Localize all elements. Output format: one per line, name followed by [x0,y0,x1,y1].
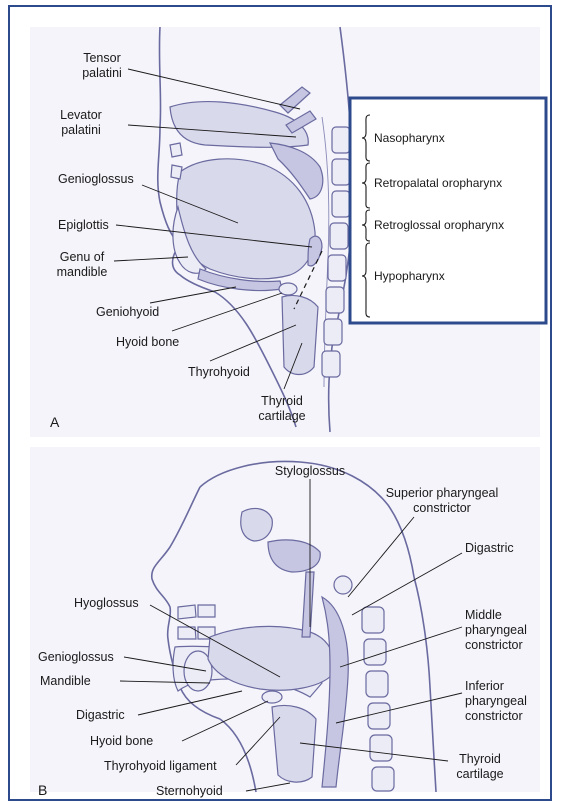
panel-letter-a: A [50,414,60,430]
styloid-process [334,576,352,594]
region-retropalatal-oropharynx: Retropalatal oropharynx [374,176,502,190]
hyoid-bone-b [262,691,282,703]
orbit-b [241,508,273,541]
larynx-a [282,295,318,374]
label-hyoid-bone-b: Hyoid bone [90,734,153,748]
label-thyrohyoid: Thyrohyoid [188,365,250,379]
label-styloglossus: Styloglossus [275,464,345,478]
pharynx-regions-box: Nasopharynx Retropalatal oropharynx Retr… [350,98,546,323]
label-sternohyoid: Sternohyoid [156,784,223,798]
label-epiglottis: Epiglottis [58,218,109,232]
label-genioglossus-b: Genioglossus [38,650,114,664]
label-geniohyoid: Geniohyoid [96,305,159,319]
label-thyrohyoid-ligament: Thyrohyoid ligament [104,759,217,773]
region-hypopharynx: Hypopharynx [374,269,445,283]
label-genioglossus-a: Genioglossus [58,172,134,186]
label-mandible: Mandible [40,674,91,688]
label-hyoid-bone-a: Hyoid bone [116,335,179,349]
label-hyoglossus: Hyoglossus [74,596,139,610]
region-nasopharynx: Nasopharynx [374,131,445,145]
region-retroglossal-oropharynx: Retroglossal oropharynx [374,218,504,232]
label-digastric-left: Digastric [76,708,125,722]
panel-letter-b: B [38,782,47,798]
label-digastric-right: Digastric [465,541,514,555]
